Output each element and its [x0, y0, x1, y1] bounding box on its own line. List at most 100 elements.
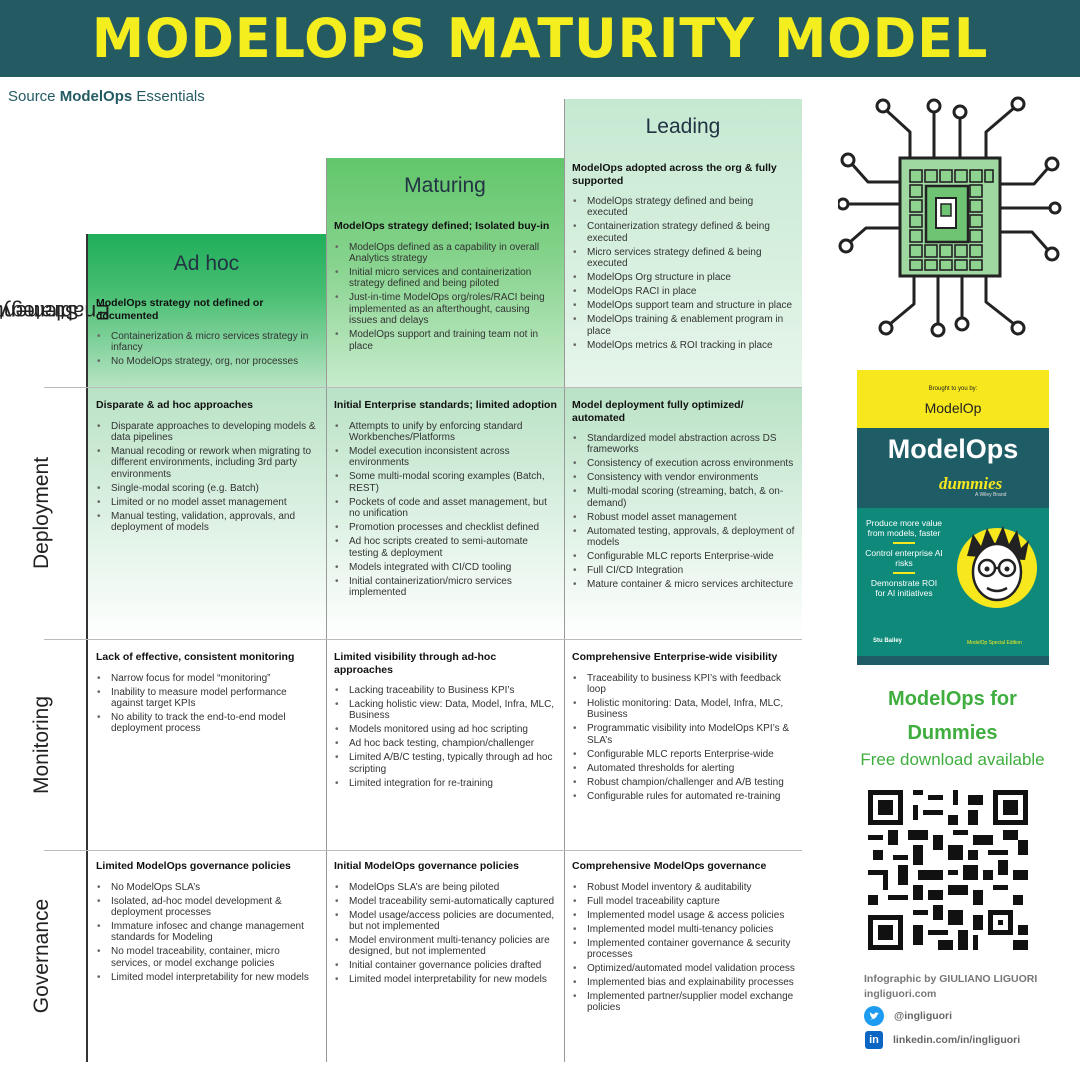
bullet-list: Attempts to unify by enforcing standard … [334, 421, 558, 599]
list-item: Full model traceability capture [572, 896, 796, 908]
list-item: Limited integration for re-training [334, 778, 558, 790]
list-item: Containerization & micro services strate… [96, 331, 320, 354]
promo-line1: ModelOps for [888, 688, 1017, 710]
grid-hline-3 [44, 850, 802, 851]
row-label-strategy: Strategy &Enablement [0, 234, 110, 387]
chip-illustration [838, 96, 1062, 338]
list-item: Implemented container governance & secur… [572, 938, 796, 961]
list-item: Manual testing, validation, approvals, a… [96, 511, 320, 534]
list-item: Configurable rules for automated re-trai… [572, 791, 796, 803]
list-item: Automated testing, approvals, & deployme… [572, 526, 796, 549]
list-item: Implemented bias and explainability proc… [572, 977, 796, 989]
list-item: No ability to track the end-to-end model… [96, 712, 320, 735]
list-item: Manual recoding or rework when migrating… [96, 446, 320, 480]
list-item: Disparate approaches to developing model… [96, 421, 320, 444]
linkedin-icon-text: in [869, 1034, 879, 1046]
bullet-list: Disparate approaches to developing model… [96, 421, 320, 534]
list-item: Robust Model inventory & auditability [572, 882, 796, 894]
list-item: Lacking traceability to Business KPI’s [334, 685, 558, 697]
list-item: Standardized model abstraction across DS… [572, 433, 796, 456]
promo-line2: Dummies [907, 722, 998, 744]
list-item: Isolated, ad-hoc model development & dep… [96, 896, 320, 919]
list-item: ModelOps support and training team not i… [334, 329, 558, 352]
list-item: Initial micro services and containerizat… [334, 267, 558, 290]
list-item: Pockets of code and asset management, bu… [334, 497, 558, 520]
list-item: Limited or no model asset management [96, 497, 320, 509]
list-item: Ad hoc back testing, champion/challenger [334, 738, 558, 750]
cell-heading: Disparate & ad hoc approaches [96, 399, 253, 411]
source-prefix: Source [8, 88, 60, 105]
cell-strategy-maturing: ModelOps strategy defined; Isolated buy-… [326, 213, 564, 387]
list-item: Attempts to unify by enforcing standard … [334, 421, 558, 444]
list-item: Model environment multi-tenancy policies… [334, 935, 558, 958]
page-title: MODELOPS MATURITY MODEL [91, 7, 989, 70]
cell-heading: Comprehensive ModelOps governance [572, 860, 767, 872]
book-point: Produce more value from models, faster [865, 518, 943, 538]
bullet-list: Lacking traceability to Business KPI’s L… [334, 685, 558, 790]
cell-strategy-adhoc: ModelOps strategy not defined or documen… [88, 290, 326, 387]
cell-monitoring-leading: Comprehensive Enterprise-wide visibility… [564, 644, 802, 850]
book-brand: ModelOp [924, 400, 982, 416]
row-label-governance: Governance [30, 898, 53, 1014]
cell-governance-leading: Comprehensive ModelOps governance Robust… [564, 853, 802, 1062]
cell-heading: Initial Enterprise standards; limited ad… [334, 399, 557, 411]
list-item: Models monitored using ad hoc scripting [334, 724, 558, 736]
bullet-list: Standardized model abstraction across DS… [572, 433, 796, 591]
list-item: ModelOps metrics & ROI tracking in place [572, 340, 796, 352]
list-item: Some multi-modal scoring examples (Batch… [334, 471, 558, 494]
bullet-list: ModelOps SLA’s are being piloted Model t… [334, 882, 558, 987]
list-item: Traceability to business KPI’s with feed… [572, 673, 796, 696]
twitter-link[interactable]: @ingliguori [864, 1006, 952, 1026]
list-item: Consistency of execution across environm… [572, 458, 796, 470]
list-item: Automated thresholds for alerting [572, 763, 796, 775]
list-item: Model execution inconsistent across envi… [334, 446, 558, 469]
grid-hline-2 [44, 639, 802, 640]
list-item: Narrow focus for model “monitoring” [96, 673, 320, 685]
list-item: Ad hoc scripts created to semi-automate … [334, 536, 558, 559]
list-item: Micro services strategy defined & being … [572, 247, 796, 270]
list-item: ModelOps SLA’s are being piloted [334, 882, 558, 894]
book-title: ModelOps [887, 434, 1019, 464]
list-item: ModelOps strategy defined and being exec… [572, 196, 796, 219]
linkedin-icon: in [865, 1031, 883, 1049]
book-edition: ModelOp Special Edition [967, 640, 1022, 646]
list-item: Containerization strategy defined & bein… [572, 221, 796, 244]
cell-governance-adhoc: Limited ModelOps governance policies No … [88, 853, 326, 1062]
cell-heading: Limited ModelOps governance policies [96, 860, 291, 872]
grid-hline-1 [44, 387, 802, 388]
book-author: Stu Bailey [873, 638, 903, 644]
credit-website[interactable]: ingliguori.com [864, 988, 937, 1000]
source-brand: ModelOps [59, 88, 133, 105]
bullet-list: Narrow focus for model “monitoring” Inab… [96, 673, 320, 735]
list-item: Immature infosec and change management s… [96, 921, 320, 944]
dummies-face-icon [957, 526, 1037, 608]
cell-heading: ModelOps strategy defined; Isolated buy-… [334, 220, 550, 232]
credit-author: Infographic by GIULIANO LIGUORI [864, 973, 1038, 985]
linkedin-link[interactable]: in linkedin.com/in/ingliguori [864, 1031, 1020, 1049]
list-item: ModelOps RACI in place [572, 286, 796, 298]
qr-code[interactable] [868, 790, 1028, 950]
list-item: Multi-modal scoring (streaming, batch, &… [572, 486, 796, 509]
book-separator [893, 572, 915, 574]
source-suffix: Essentials [132, 88, 205, 105]
credit-block: Infographic by GIULIANO LIGUORI ingliguo… [864, 972, 1037, 1002]
bullet-list: ModelOps defined as a capability in over… [334, 242, 558, 352]
list-item: Robust champion/challenger and A/B testi… [572, 777, 796, 789]
grid-vline-1 [86, 234, 88, 1062]
list-item: No ModelOps SLA’s [96, 882, 320, 894]
bullet-list: ModelOps strategy defined and being exec… [572, 196, 796, 351]
list-item: ModelOps training & enablement program i… [572, 314, 796, 337]
row-label-monitoring: Monitoring [30, 695, 53, 794]
cell-heading: Comprehensive Enterprise-wide visibility [572, 651, 778, 663]
cell-monitoring-maturing: Limited visibility through ad-hoc approa… [326, 644, 564, 850]
cell-deployment-maturing: Initial Enterprise standards; limited ad… [326, 392, 564, 639]
book-cover[interactable]: Brought to you by: ModelOp ModelOps dumm… [857, 370, 1049, 665]
list-item: No model traceability, container, micro … [96, 946, 320, 969]
cell-heading: Lack of effective, consistent monitoring [96, 651, 295, 663]
bullet-list: Containerization & micro services strate… [96, 331, 320, 368]
cell-deployment-leading: Model deployment fully optimized/ automa… [564, 392, 802, 639]
linkedin-url: linkedin.com/in/ingliguori [893, 1034, 1021, 1046]
cell-heading: ModelOps adopted across the org & fully … [572, 162, 777, 187]
cell-monitoring-adhoc: Lack of effective, consistent monitoring… [88, 644, 326, 850]
cell-heading: Model deployment fully optimized/ automa… [572, 399, 744, 424]
